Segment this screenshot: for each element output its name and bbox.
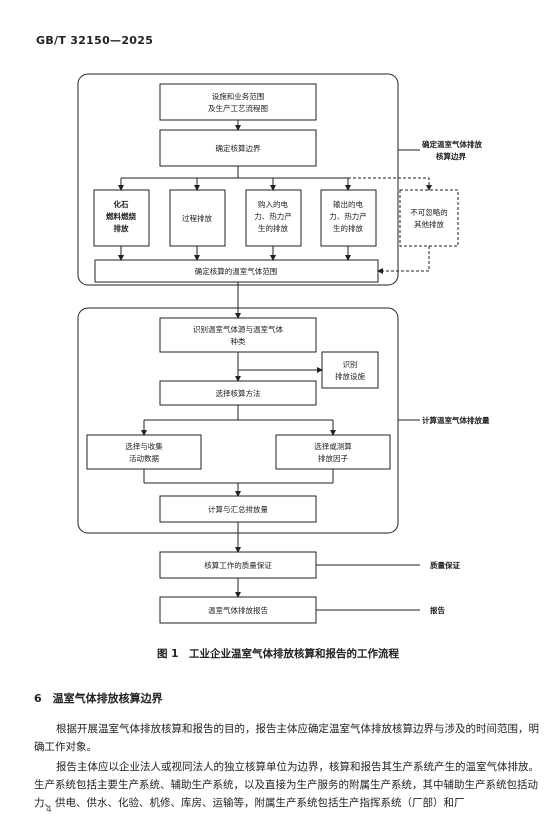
boundary-label-2: 核算边界 xyxy=(436,151,466,161)
boundary-text: 确定核算边界 xyxy=(216,143,261,153)
calc-label: 计算温室气体排放量 xyxy=(422,415,490,425)
purchased-text-2: 力、热力产 xyxy=(254,211,292,221)
exported-text-2: 力、热力产 xyxy=(329,211,367,221)
scope-text-2: 及生产工艺流程图 xyxy=(208,103,268,113)
scope-box xyxy=(159,83,317,121)
qa-label: 质量保证 xyxy=(430,560,460,570)
facilities-text-1: 识别 xyxy=(343,360,358,369)
emission-factor-box xyxy=(275,434,391,470)
other-text-2: 其他排放 xyxy=(414,219,444,229)
purchased-text-1: 购入的电 xyxy=(258,199,288,209)
qa-text: 核算工作的质量保证 xyxy=(204,560,272,570)
activity-text-1: 选择与收集 xyxy=(125,441,163,451)
identify-sources-box xyxy=(159,317,317,353)
fossil-text-2: 燃料燃烧 xyxy=(106,211,136,221)
exported-text-1: 输出的电 xyxy=(333,199,363,209)
page-number: 4 xyxy=(46,805,52,815)
report-label: 报告 xyxy=(430,605,445,615)
paragraph-1: 根据开展温室气体排放核算和报告的目的，报告主体应确定温室气体排放核算边界与涉及的… xyxy=(34,723,539,753)
workflow-diagram: 设施和业务范围 及生产工艺流程图 确定核算边界 化石 燃料燃烧 排放 过程排放 … xyxy=(77,73,490,624)
identify-facilities-box xyxy=(321,351,379,389)
sum-text: 计算与汇总排放量 xyxy=(208,504,268,514)
activity-data-box xyxy=(86,434,202,470)
paragraph-2: 报告主体应以企业法人或视同法人的独立核算单位为边界，核算和报告其生产系统产生的温… xyxy=(34,761,539,809)
exported-text-3: 生的排放 xyxy=(333,223,363,233)
method-text: 选择核算方法 xyxy=(216,388,261,398)
sources-text-1: 识别温室气体源与温室气体 xyxy=(193,324,283,334)
report-text: 温室气体排放报告 xyxy=(208,605,268,615)
scope-text-1: 设施和业务范围 xyxy=(212,91,265,101)
section-heading: 6 温室气体排放核算边界 xyxy=(34,692,163,705)
factor-text-2: 排放因子 xyxy=(318,453,348,463)
factor-text-1: 选择或测算 xyxy=(314,441,352,451)
figure-caption: 图 1 工业企业温室气体排放核算和报告的工作流程 xyxy=(157,648,399,660)
standard-number: GB/T 32150—2025 xyxy=(36,34,154,47)
purchased-text-3: 生的排放 xyxy=(258,223,288,233)
fossil-text-3: 排放 xyxy=(114,223,129,233)
boundary-label-1: 确定温室气体排放 xyxy=(422,139,482,149)
process-text: 过程排放 xyxy=(182,213,212,223)
other-emission-box xyxy=(399,189,459,247)
fossil-text-1: 化石 xyxy=(114,199,129,209)
activity-text-2: 活动数据 xyxy=(129,453,159,463)
sources-text-2: 种类 xyxy=(231,336,246,346)
ghg-scope-text: 确定核算的温室气体范围 xyxy=(195,266,278,276)
facilities-text-2: 排放设施 xyxy=(335,371,365,381)
other-text-1: 不可忽略的 xyxy=(410,207,448,217)
